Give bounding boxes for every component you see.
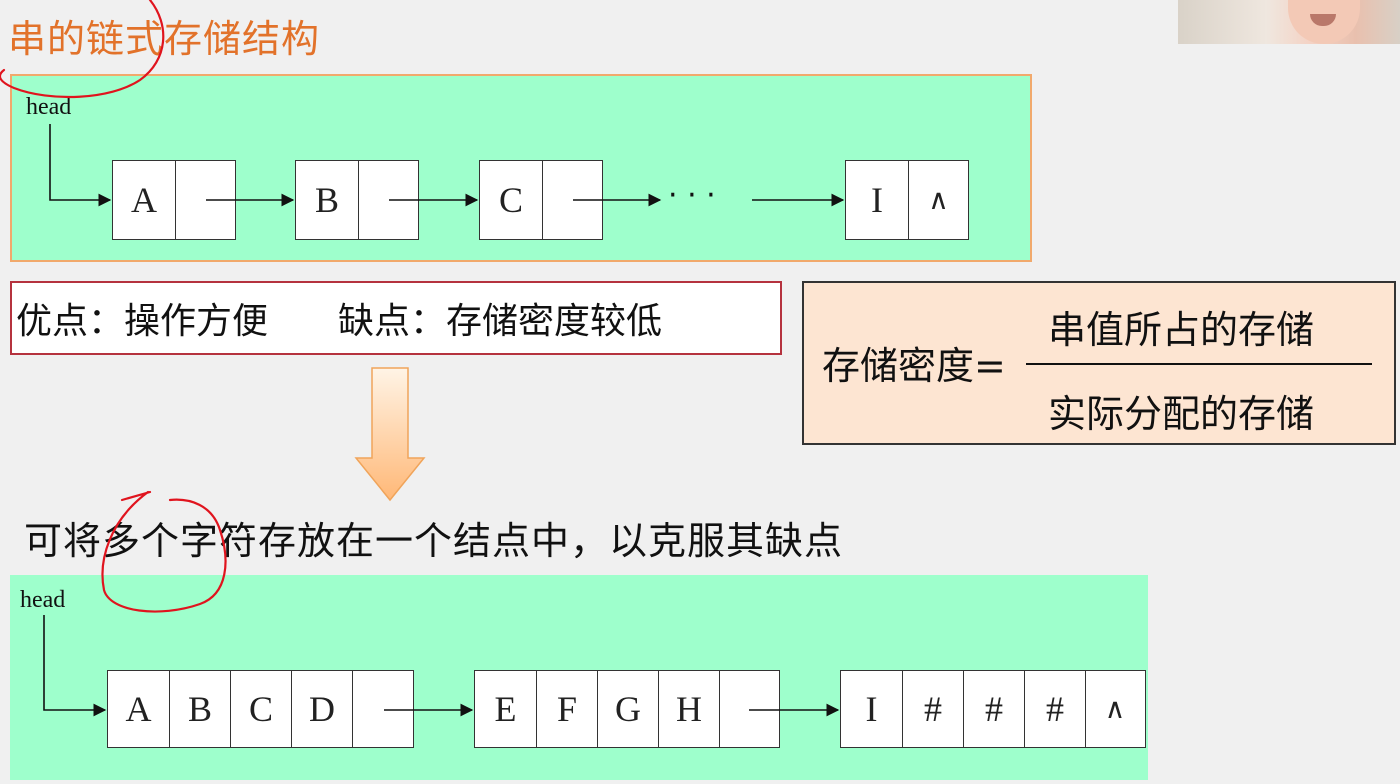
node-char-cell: # xyxy=(963,671,1024,747)
explanation-sentence: 可将多个字符存放在一个结点中，以克服其缺点 xyxy=(24,519,844,563)
node-data-cell: C xyxy=(498,180,523,220)
node-pointer-cell xyxy=(719,671,778,747)
ellipsis: · · · xyxy=(668,178,716,213)
density-denominator: 实际分配的存储 xyxy=(1048,392,1315,436)
list2-node-1: A B C D xyxy=(107,670,414,748)
node-data-cell: I xyxy=(871,180,883,220)
density-numerator: 串值所占的存储 xyxy=(1048,308,1315,352)
presenter-mouth xyxy=(1310,14,1336,26)
pros-cons-box: 优点：操作方便 缺点：存储密度较低 xyxy=(10,281,782,355)
list1-node-last: I ∧ xyxy=(845,160,969,240)
node-null-pointer: ∧ xyxy=(1085,671,1144,747)
node-char-cell: A xyxy=(125,689,152,729)
node-char-cell: D xyxy=(291,671,352,747)
node-char-cell: # xyxy=(902,671,963,747)
node-char-cell: C xyxy=(230,671,291,747)
node-data-cell: B xyxy=(314,180,339,220)
node-pointer-cell xyxy=(352,671,412,747)
head-label-2: head xyxy=(20,587,66,613)
list2-node-3: I # # # ∧ xyxy=(840,670,1146,748)
node-char-cell: E xyxy=(494,689,517,729)
fraction-bar xyxy=(1026,363,1372,365)
node-pointer-cell xyxy=(358,161,418,239)
node-char-cell: G xyxy=(597,671,658,747)
node-data-cell: A xyxy=(131,180,157,220)
node-char-cell: H xyxy=(658,671,719,747)
density-label: 存储密度= xyxy=(822,344,1006,388)
node-char-cell: F xyxy=(536,671,597,747)
node-char-cell: B xyxy=(169,671,230,747)
cons-text: 缺点：存储密度较低 xyxy=(338,301,663,342)
slide-title: 串的链式存储结构 xyxy=(8,17,321,61)
pros-text: 优点：操作方便 xyxy=(16,301,269,342)
webcam-overlay xyxy=(1178,0,1400,44)
list1-node-c: C xyxy=(479,160,603,240)
storage-density-box: 存储密度= 串值所占的存储 实际分配的存储 xyxy=(802,281,1396,445)
list1-node-a: A xyxy=(112,160,236,240)
head-label-1: head xyxy=(26,94,72,120)
node-pointer-cell xyxy=(175,161,235,239)
node-pointer-cell xyxy=(542,161,602,239)
list2-node-2: E F G H xyxy=(474,670,780,748)
node-null-pointer: ∧ xyxy=(908,161,968,239)
node-char-cell: # xyxy=(1024,671,1085,747)
list1-node-b: B xyxy=(295,160,419,240)
node-char-cell: I xyxy=(865,689,878,729)
